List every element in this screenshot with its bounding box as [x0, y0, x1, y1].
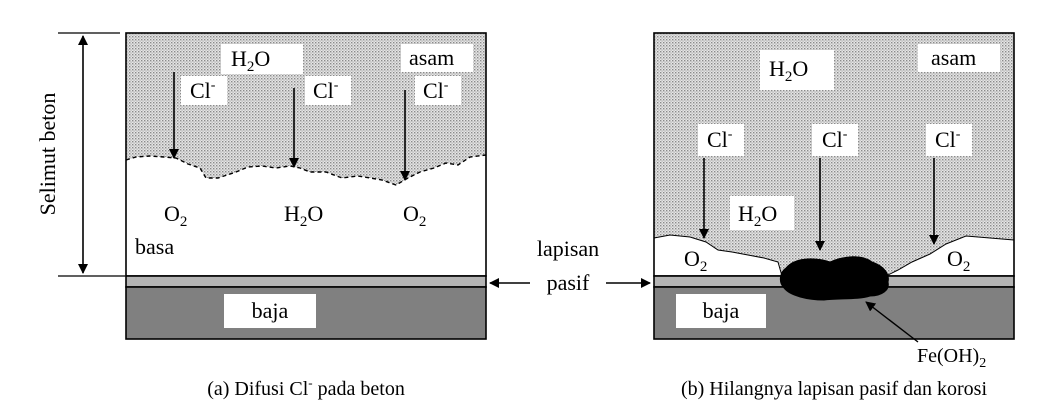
asam-label-a: asam	[409, 45, 454, 70]
caption-b: (b) Hilangnya lapisan pasif dan korosi	[681, 378, 987, 400]
feoh-label: Fe(OH)2	[917, 345, 986, 371]
h2o-label-b-top: H2O	[769, 56, 808, 85]
cover-dimension: Selimut beton	[35, 32, 125, 277]
passive-label-line2: pasif	[547, 270, 590, 295]
asam-label-b: asam	[931, 45, 976, 70]
chloride-zone-a	[126, 33, 486, 185]
panel-a: H2O asam Cl- Cl- Cl- O2 H2O O2 basa baja	[125, 32, 487, 340]
h2o-label-a-mid: H2O	[284, 201, 323, 230]
baja-label-b: baja	[703, 298, 740, 323]
o2-label-a-right: O2	[403, 201, 426, 230]
passive-label-line1: lapisan	[537, 236, 599, 261]
panel-b: H2O asam Cl- Cl- Cl- H2O O2 O2 baja Fe(O…	[653, 32, 1015, 371]
side-label: Selimut beton	[35, 93, 60, 216]
feoh-pointer	[865, 301, 919, 343]
cl-label-b1: Cl-	[707, 127, 733, 152]
basa-label: basa	[135, 234, 174, 259]
o2-label-b-right: O2	[947, 246, 970, 275]
rust-corrosion-product	[779, 256, 889, 301]
h2o-label-b-mid: H2O	[738, 201, 777, 230]
o2-label-a-left: O2	[164, 201, 187, 230]
cl-label-b2: Cl-	[822, 127, 848, 152]
cl-label-a1: Cl-	[190, 78, 216, 103]
caption-a: (a) Difusi Cl- pada beton	[207, 375, 405, 400]
cl-label-a2: Cl-	[313, 78, 339, 103]
h2o-label-a-top: H2O	[231, 46, 270, 75]
passive-layer-a	[125, 275, 487, 288]
cl-label-a3: Cl-	[423, 78, 449, 103]
cl-label-b3: Cl-	[935, 127, 961, 152]
baja-label-a: baja	[252, 298, 289, 323]
passive-layer-callout: lapisan pasif	[489, 236, 651, 295]
o2-label-b-left: O2	[684, 246, 707, 275]
